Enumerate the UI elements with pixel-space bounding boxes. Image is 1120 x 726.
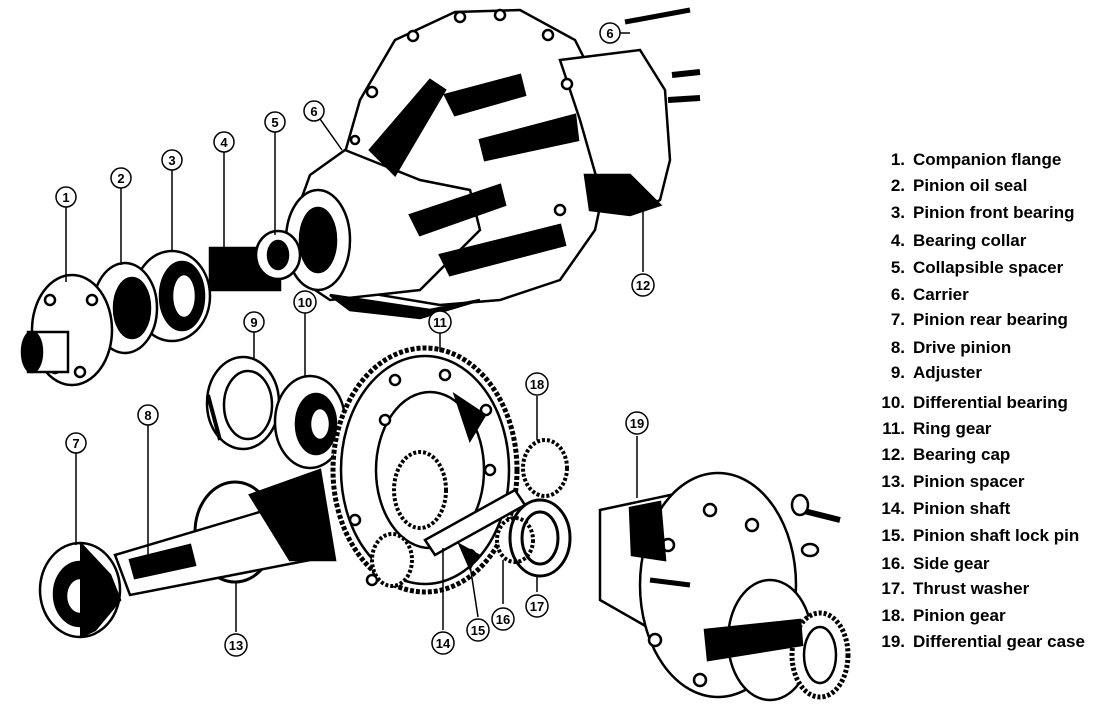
callout-15: 15: [466, 618, 490, 642]
svg-text:16: 16: [496, 612, 510, 627]
callout-2: 2: [110, 167, 132, 189]
legend-item: 4.Bearing collar: [890, 231, 1027, 250]
callout-8: 8: [137, 404, 159, 426]
callout-19: 19: [625, 411, 649, 435]
callout-18: 18: [525, 372, 549, 396]
svg-text:18: 18: [530, 377, 544, 392]
legend-item: 7.Pinion rear bearing: [890, 310, 1068, 329]
svg-text:3: 3: [168, 153, 175, 168]
callouts: 1 2 3 4 5 6 6 7 8 9 10 11 12 13 14 15 16…: [55, 22, 655, 657]
callout-6: 6: [303, 100, 325, 122]
svg-text:6: 6: [606, 26, 613, 41]
callout-3: 3: [161, 149, 183, 171]
svg-text:4: 4: [220, 135, 228, 150]
callout-16: 16: [491, 607, 515, 631]
carrier-housing: [284, 7, 701, 320]
callout-4: 4: [213, 131, 235, 153]
svg-text:13: 13: [229, 638, 243, 653]
svg-text:15: 15: [471, 623, 485, 638]
svg-text:8: 8: [144, 408, 151, 423]
svg-text:10: 10: [298, 295, 312, 310]
svg-text:14: 14: [436, 636, 451, 651]
svg-text:12: 12: [636, 278, 650, 293]
svg-text:17: 17: [530, 599, 544, 614]
legend-item: 11.Ring gear: [882, 419, 992, 438]
callout-14: 14: [431, 631, 455, 655]
callout-12: 12: [631, 273, 655, 297]
companion-flange: [20, 273, 114, 387]
callout-11: 11: [428, 310, 452, 334]
legend-item: 19.Differential gear case: [881, 632, 1085, 651]
callout-1: 1: [55, 186, 77, 208]
callout-6-bolt: 6: [599, 22, 621, 44]
drive-pinion: [113, 468, 337, 597]
callout-9: 9: [243, 311, 265, 333]
svg-text:2: 2: [117, 171, 124, 186]
legend-item: 8.Drive pinion: [890, 338, 1012, 357]
svg-text:7: 7: [72, 436, 79, 451]
legend-item: 6.Carrier: [890, 285, 969, 304]
legend-item: 9.Adjuster: [890, 363, 982, 382]
legend-item: 15.Pinion shaft lock pin: [881, 526, 1080, 545]
pinion-front-stack: [208, 229, 302, 292]
pinion-shaft: [423, 488, 527, 571]
svg-text:11: 11: [433, 315, 447, 330]
legend-item: 10.Differential bearing: [881, 393, 1068, 412]
legend-item: 2.Pinion oil seal: [890, 176, 1028, 195]
legend-item: 18.Pinion gear: [881, 606, 1006, 625]
pinion-rear-bearing: [38, 541, 122, 639]
legend-item: 5.Collapsible spacer: [890, 258, 1064, 277]
callout-7: 7: [65, 432, 87, 454]
thrust-washer: [508, 498, 572, 578]
svg-text:1: 1: [62, 190, 69, 205]
svg-text:6: 6: [310, 104, 317, 119]
svg-text:5: 5: [271, 115, 278, 130]
exploded-differential-diagram: 1 2 3 4 5 6 6 7 8 9 10 11 12 13 14 15 16…: [20, 7, 851, 702]
differential-bearing: [273, 374, 347, 470]
legend-item: 12.Bearing cap: [881, 445, 1011, 464]
legend-item: 13.Pinion spacer: [881, 472, 1025, 491]
legend-item: 14.Pinion shaft: [881, 499, 1011, 518]
svg-text:19: 19: [630, 416, 644, 431]
differential-gear-case: [598, 471, 851, 702]
callout-13: 13: [224, 633, 248, 657]
legend-item: 1.Companion flange: [890, 150, 1062, 169]
callout-17: 17: [525, 594, 549, 618]
callout-5: 5: [264, 111, 286, 133]
callout-10: 10: [293, 290, 317, 314]
legend-item: 17.Thrust washer: [881, 579, 1030, 598]
legend-item: 3.Pinion front bearing: [890, 203, 1075, 222]
adjuster: [205, 355, 281, 451]
svg-text:9: 9: [250, 315, 257, 330]
leader-lines: [65, 32, 644, 632]
legend-item: 16.Side gear: [881, 554, 990, 573]
